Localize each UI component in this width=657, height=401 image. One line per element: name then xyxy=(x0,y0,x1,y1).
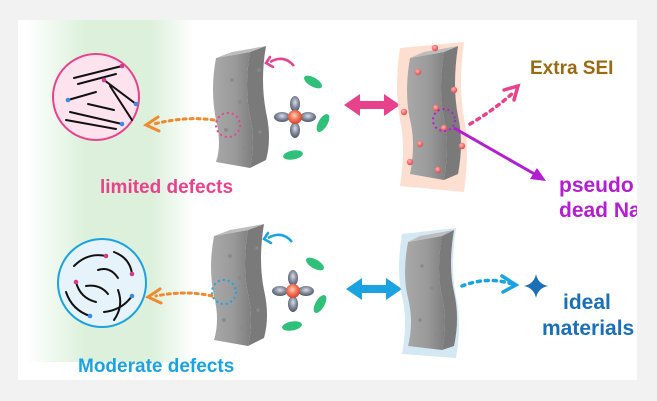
limited-defects-zoom-circle xyxy=(52,53,140,141)
reversible-arrow-top xyxy=(344,94,400,116)
sodium-ion-icon xyxy=(272,270,314,312)
solvated-ion-cluster-top xyxy=(274,75,330,160)
extra-sei-arrow xyxy=(468,83,521,126)
diagram-canvas: limited defects Moderate defects Extra S… xyxy=(18,20,637,380)
zoom-callout-arrow-bottom xyxy=(144,287,214,305)
ion-insertion-arrow-top xyxy=(264,55,295,69)
moderate-defects-zoom-circle xyxy=(57,238,147,328)
pseudo-label: pseudo xyxy=(559,174,634,197)
materials-label: materials xyxy=(542,317,635,340)
pseudo-dead-na-arrow xyxy=(453,126,546,181)
sodium-ion-icon xyxy=(274,96,316,138)
anode-block-moderate xyxy=(211,224,267,346)
limited-defects-label: limited defects xyxy=(100,177,234,198)
reversible-arrow-bottom xyxy=(346,278,402,300)
anode-block-extra-sei xyxy=(397,42,467,192)
sparkle-icon xyxy=(524,274,548,298)
diagram-graphics xyxy=(52,42,548,358)
ion-insertion-arrow-bottom xyxy=(262,231,293,245)
ideal-label: ideal xyxy=(563,291,611,314)
ideal-materials-arrow xyxy=(460,274,520,294)
dead-na-label: dead Na xyxy=(559,199,637,222)
anode-block-ideal xyxy=(399,228,459,358)
extra-sei-label: Extra SEI xyxy=(530,58,614,79)
solvated-ion-cluster-bottom xyxy=(272,257,327,331)
moderate-defects-label: Moderate defects xyxy=(78,356,235,377)
zoom-callout-arrow xyxy=(142,115,216,133)
anode-block-limited xyxy=(213,46,269,168)
